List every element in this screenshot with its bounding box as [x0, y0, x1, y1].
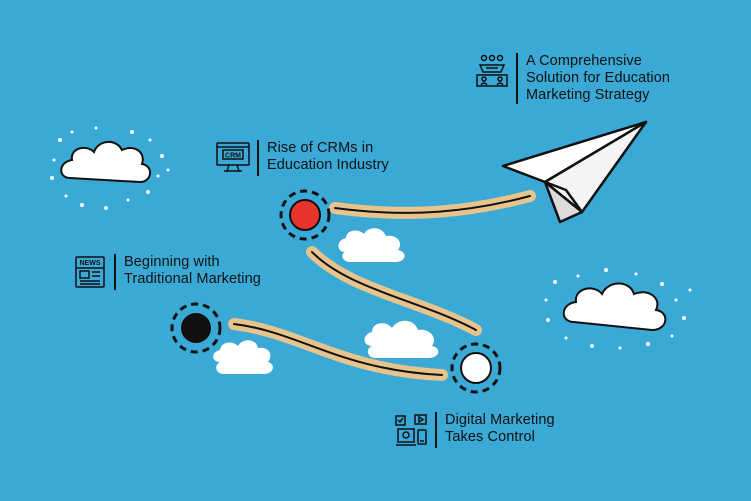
milestone-label: A Comprehensive Solution for Education M… — [526, 53, 671, 103]
milestone-digital: Digital Marketing Takes Control — [393, 412, 555, 448]
milestone-traditional: NEWS Beginning with Traditional Marketin… — [72, 254, 261, 290]
conference-icon — [474, 53, 510, 89]
cloud-small-middle — [364, 320, 439, 358]
digital-devices-icon — [393, 412, 429, 448]
dot-crm — [279, 189, 331, 241]
cloud-small-upper — [338, 228, 405, 262]
paper-plane-icon — [501, 120, 648, 224]
crm-monitor-icon: CRM — [215, 140, 251, 176]
dot-traditional — [170, 302, 222, 354]
cloud-dots-left — [50, 126, 170, 210]
divider — [516, 53, 518, 104]
cloud-right — [562, 282, 667, 332]
svg-text:NEWS: NEWS — [80, 260, 101, 267]
cloud-top-left — [60, 141, 151, 184]
milestone-label: Digital Marketing Takes Control — [445, 412, 555, 445]
cloud-dots-right — [544, 268, 692, 350]
divider — [435, 412, 437, 448]
route-path — [228, 190, 536, 381]
divider — [114, 254, 116, 290]
divider — [257, 140, 259, 176]
svg-text:CRM: CRM — [225, 153, 241, 160]
cloud-small-lower — [213, 340, 273, 374]
dot-digital — [450, 342, 502, 394]
milestone-comprehensive: A Comprehensive Solution for Education M… — [474, 53, 670, 104]
newspaper-icon: NEWS — [72, 254, 108, 290]
milestone-label: Rise of CRMs in Education Industry — [267, 140, 389, 173]
milestone-crm: CRM Rise of CRMs in Education Industry — [215, 140, 389, 176]
milestone-label: Beginning with Traditional Marketing — [124, 254, 261, 287]
